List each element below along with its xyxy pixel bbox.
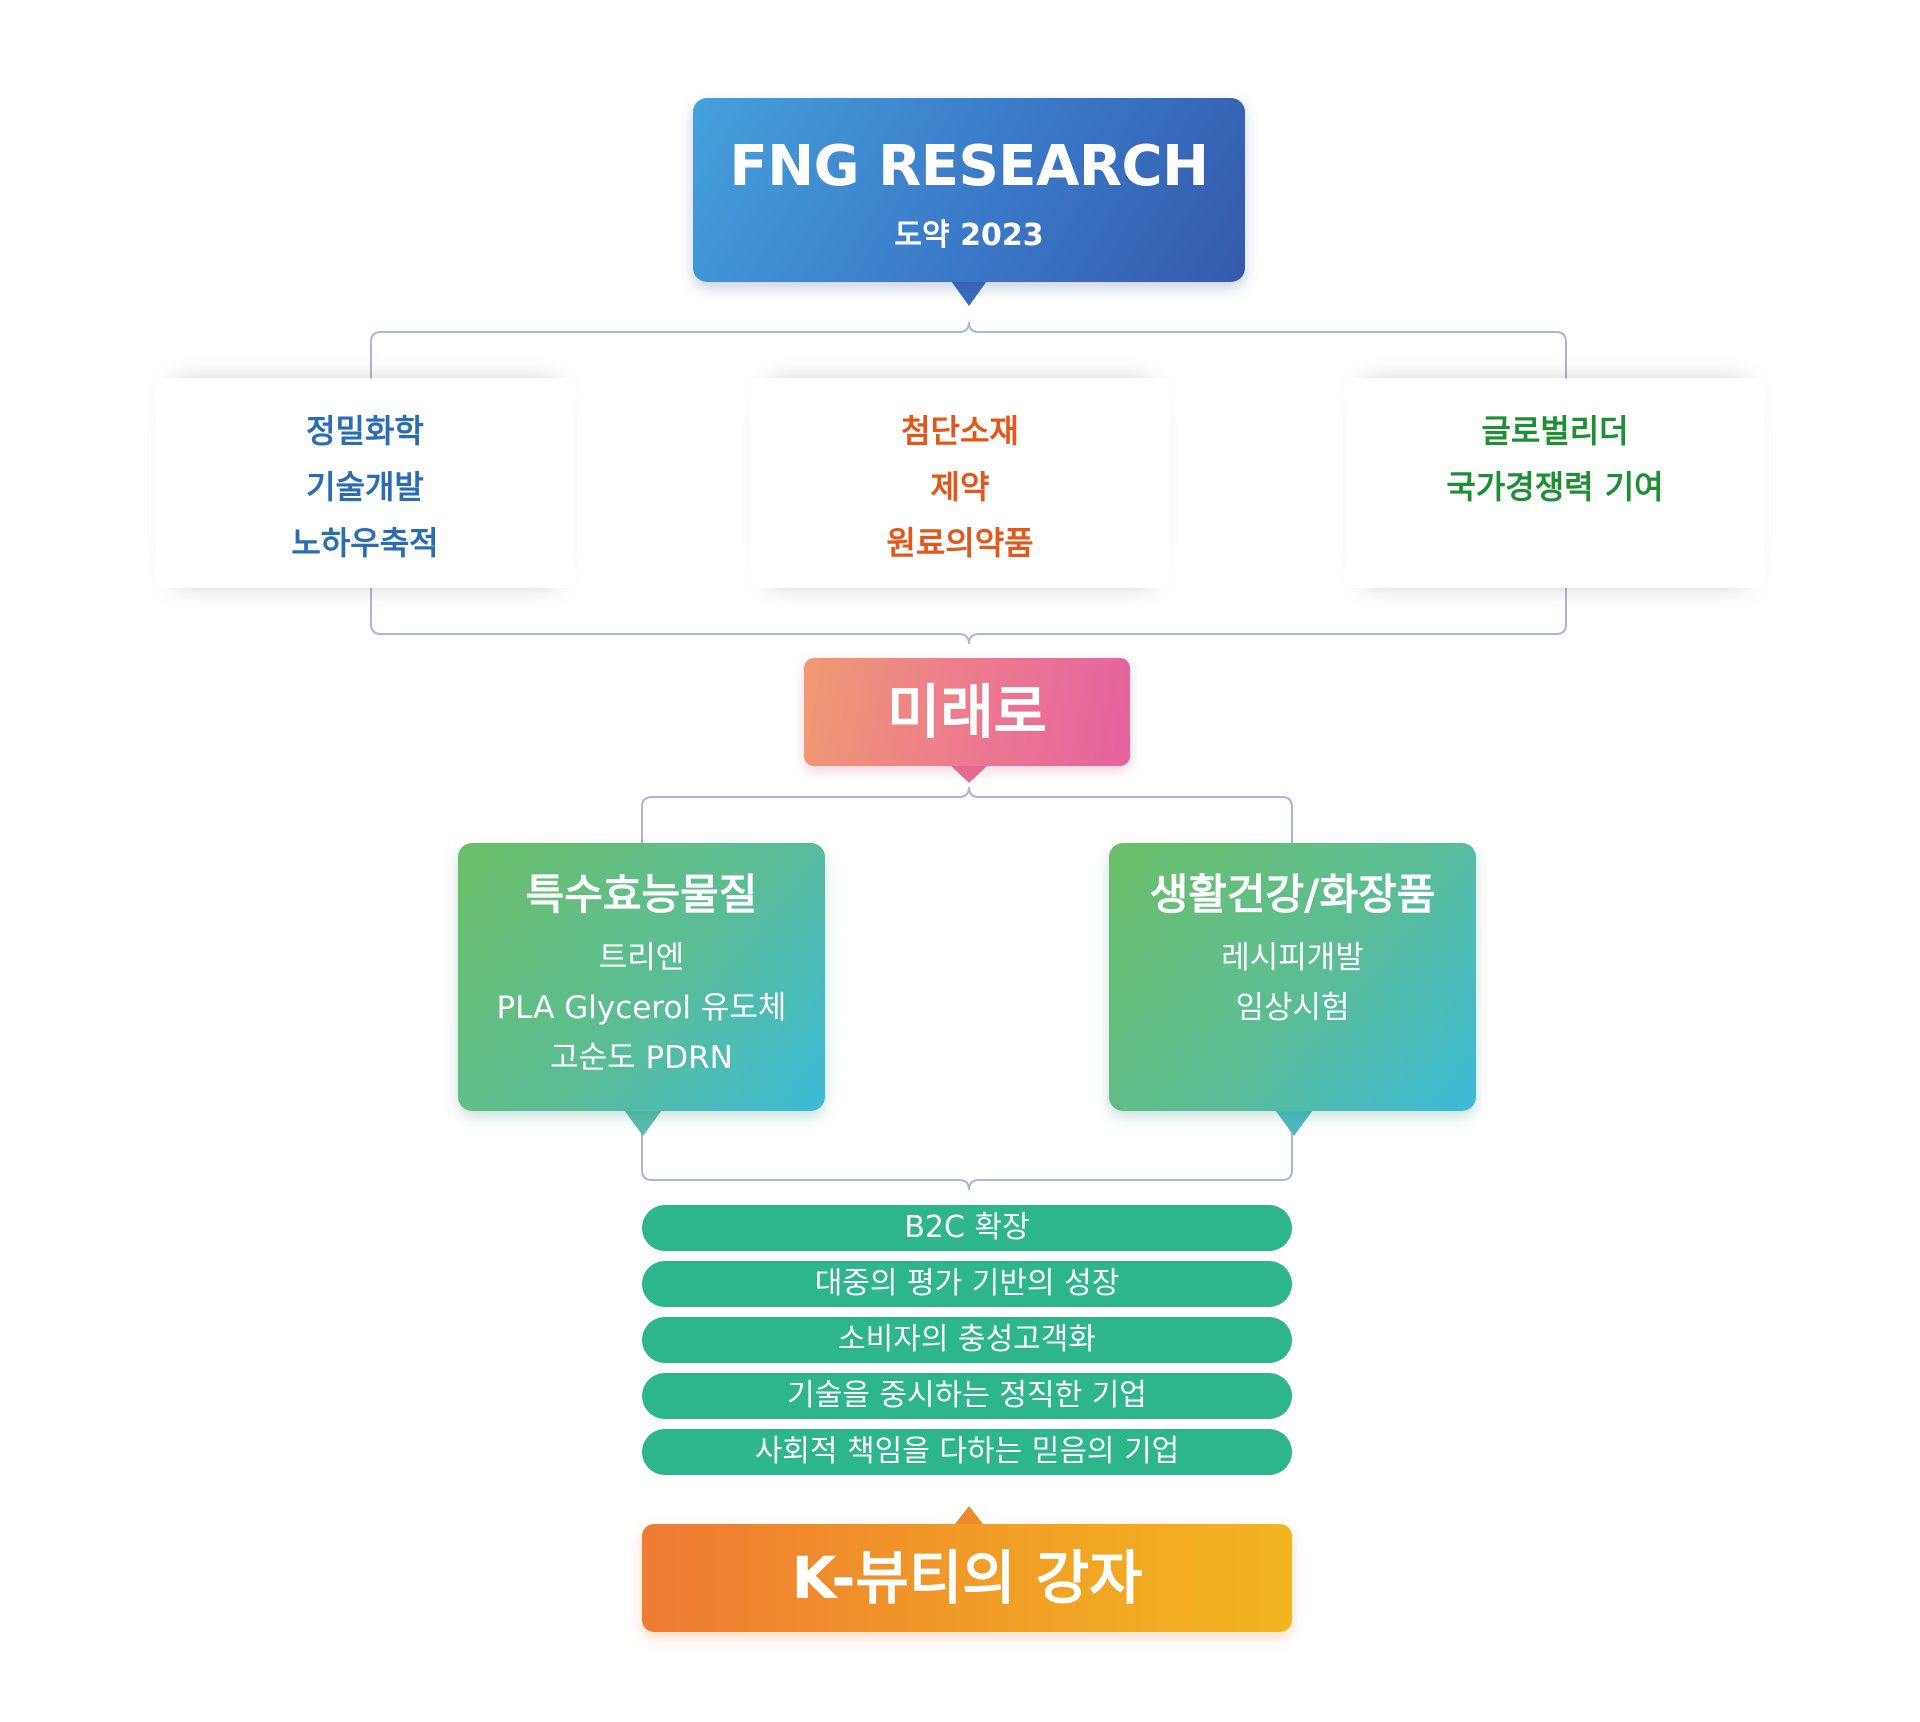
pillar-line: 원료의약품 (886, 524, 1034, 562)
pillar-line: 정밀화학 (306, 412, 424, 450)
pillar-line: 글로벌리더 (1481, 412, 1629, 450)
pillar-line: 첨단소재 (901, 412, 1019, 450)
pillar-advanced-materials: 첨단소재 제약 원료의약품 (750, 378, 1170, 588)
strategy-bar: 소비자의 충성고객화 (642, 1317, 1292, 1363)
strategy-bar: 대중의 평가 기반의 성장 (642, 1261, 1292, 1307)
pillar-line: 국가경쟁력 기여 (1446, 468, 1664, 506)
goal-box: K-뷰티의 강자 (642, 1524, 1292, 1632)
branch-title: 특수효능물질 (525, 870, 758, 919)
branch-item: 트리엔 (598, 940, 685, 976)
strategy-bar: B2C 확장 (642, 1205, 1292, 1251)
company-name: FNG RESEARCH (729, 134, 1209, 199)
company-title-box: FNG RESEARCH 도약 2023 (693, 98, 1245, 282)
branch-item: 고순도 PDRN (550, 1040, 733, 1076)
pillar-line: 제약 (930, 468, 990, 506)
branch-box-special-materials: 특수효능물질 트리엔 PLA Glycerol 유도체 고순도 PDRN (458, 843, 825, 1111)
strategy-bar: 사회적 책임을 다하는 믿음의 기업 (642, 1429, 1292, 1475)
branch-item: PLA Glycerol 유도체 (496, 990, 787, 1026)
branch-item: 임상시험 (1235, 990, 1350, 1026)
pillar-line: 기술개발 (306, 468, 424, 506)
branch-box-health-cosmetics: 생활건강/화장품 레시피개발 임상시험 (1109, 843, 1476, 1111)
branch-item: 레시피개발 (1221, 940, 1364, 976)
pillar-line: 노하우축적 (291, 524, 439, 562)
pillar-precision-chemistry: 정밀화학 기술개발 노하우축적 (155, 378, 575, 588)
branch-title: 생활건강/화장품 (1149, 870, 1436, 919)
company-subtitle: 도약 2023 (894, 218, 1044, 253)
pillar-global-leader: 글로벌리더 국가경쟁력 기여 (1345, 378, 1765, 588)
strategy-bar: 기술을 중시하는 정직한 기업 (642, 1373, 1292, 1419)
future-box: 미래로 (804, 658, 1130, 766)
